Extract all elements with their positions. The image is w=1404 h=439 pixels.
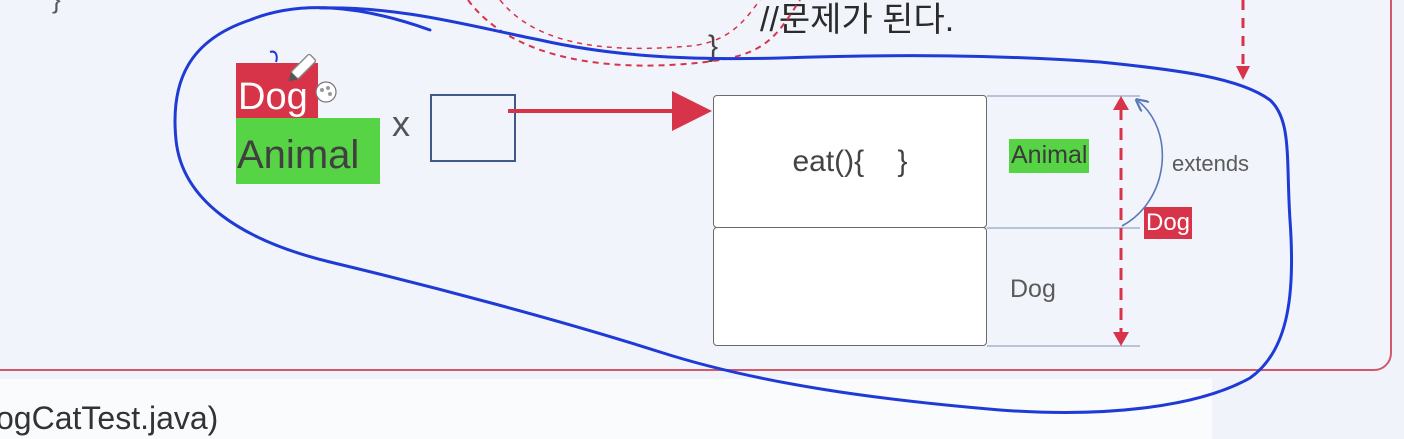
size-arrow-head-down (1113, 332, 1129, 346)
hand-cursor-icon (315, 81, 337, 103)
animal-tag-left (236, 118, 380, 184)
extends-arrow (1121, 101, 1164, 227)
code-brace-close: } (708, 30, 719, 63)
dashed-curve-inner (499, 0, 761, 50)
dashed-arrow-down-head (1236, 66, 1250, 80)
hand-drawn-loop (173, 6, 1294, 414)
dog-label: Dog (1010, 275, 1056, 303)
cross-symbol: x (392, 103, 410, 144)
dashed-curve-outer (467, 0, 801, 67)
code-brace-top: } (52, 0, 61, 15)
pen-cursor-icon (288, 53, 317, 82)
size-arrow-head-up (1113, 96, 1129, 110)
annotation-layer (173, 0, 1294, 414)
pen-scribble (269, 50, 278, 63)
memory-cell-dog (713, 227, 987, 346)
code-strip (0, 379, 1212, 439)
dog-word-left: Dog (238, 76, 308, 118)
reference-variable-box (430, 94, 516, 162)
memory-cell-animal: eat(){ } (713, 95, 987, 228)
animal-label: Animal (1009, 139, 1090, 173)
animal-word-left: Animal (237, 133, 360, 177)
slide-panel (0, 0, 1392, 371)
dog-class-tag: Dog (1144, 207, 1193, 240)
code-comment: //문제가 된다. (760, 1, 955, 39)
extends-label: extends (1172, 151, 1250, 176)
